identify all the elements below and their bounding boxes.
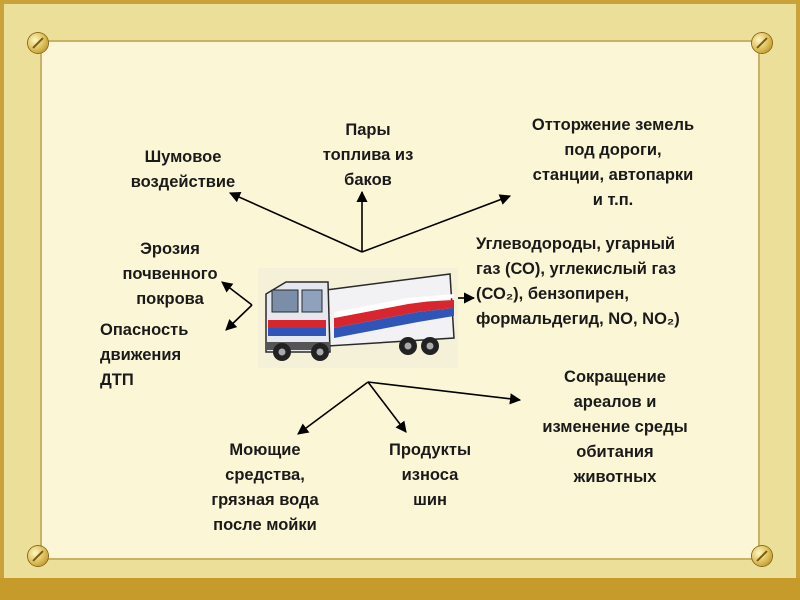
arrow-tire-wear bbox=[367, 381, 407, 433]
node-emissions: Углеводороды, угарный газ (СО), углекисл… bbox=[476, 235, 680, 328]
node-soil-erosion: Эрозия почвенного покрова bbox=[122, 240, 218, 308]
node-tire-wear: Продукты износа шин bbox=[388, 441, 472, 509]
arrow-noise bbox=[228, 192, 363, 253]
arrow-road-danger bbox=[225, 304, 253, 331]
node-noise: Шумовое воздействие bbox=[130, 148, 236, 191]
screw-icon bbox=[28, 33, 48, 53]
screw-icon bbox=[752, 33, 772, 53]
screw-icon bbox=[28, 546, 48, 566]
node-land-alienation: Отторжение земель под дороги, станции, а… bbox=[531, 116, 695, 209]
node-fuel-vapors: Пары топлива из баков bbox=[322, 121, 414, 189]
screw-icon bbox=[752, 546, 772, 566]
node-detergents: Моющие средства, грязная вода после мойк… bbox=[211, 441, 319, 534]
node-road-danger: Опасность движения ДТП bbox=[100, 321, 189, 389]
arrow-soil-erosion bbox=[221, 281, 253, 306]
truck-image bbox=[258, 268, 458, 368]
slide-frame-bottom bbox=[0, 578, 800, 600]
arrow-land-alienation bbox=[361, 194, 512, 253]
arrow-detergents bbox=[297, 381, 369, 435]
arrow-habitat-loss bbox=[367, 381, 522, 405]
node-habitat-loss: Сокращение ареалов и изменение среды оби… bbox=[542, 368, 688, 486]
